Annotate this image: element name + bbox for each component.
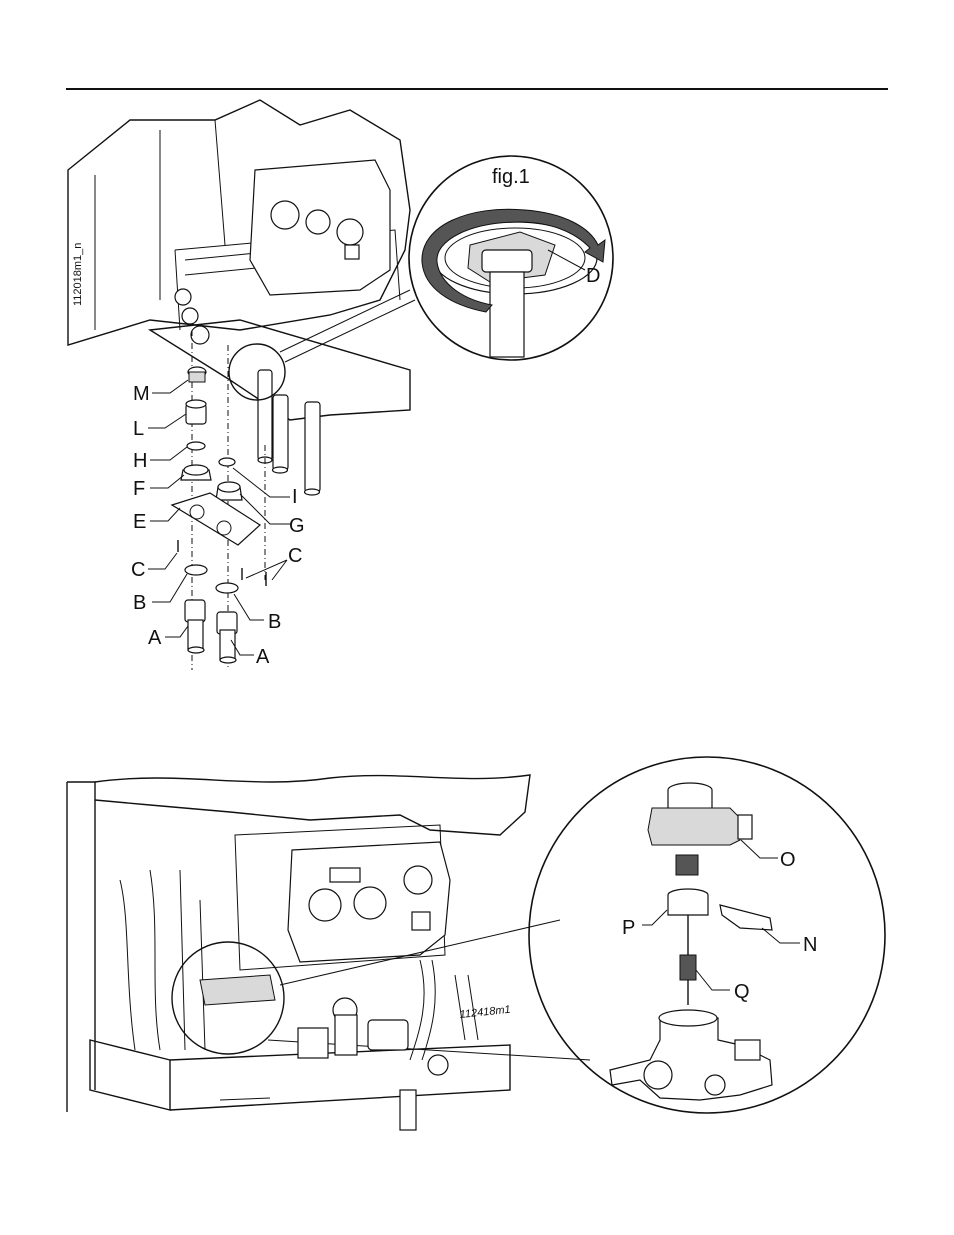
labels-top: fig.1 D M L H F E C B A I G C B A 112018… (72, 166, 600, 668)
label-C-right: C (288, 545, 302, 567)
label-I: I (292, 486, 298, 508)
label-N: N (803, 934, 817, 956)
boiler-underside-view (67, 99, 416, 496)
label-M: M (133, 383, 150, 405)
label-G: G (289, 515, 305, 537)
label-D: D (586, 265, 600, 287)
label-P: P (622, 917, 635, 939)
label-H: H (133, 450, 147, 472)
label-A-left: A (148, 627, 162, 649)
label-A-right: A (256, 646, 270, 668)
header-rule (66, 88, 888, 90)
label-B-left: B (133, 592, 146, 614)
label-B-right: B (268, 611, 281, 633)
leader-lines-bottom (642, 839, 800, 991)
drawing-code-bottom: 112418m1 (459, 1004, 511, 1021)
label-E: E (133, 511, 146, 533)
drawing-code-top: 112018m1_n (72, 243, 84, 306)
label-F: F (133, 478, 145, 500)
label-Q: Q (734, 981, 750, 1003)
inset-fig1 (408, 155, 614, 361)
label-L: L (133, 418, 144, 440)
labels-bottom: O P N Q 112418m1 (459, 849, 817, 1021)
label-C-left: C (131, 559, 145, 581)
boiler-front-view (66, 774, 591, 1131)
inset-valve-detail (528, 756, 886, 1114)
exploded-parts-column (170, 330, 267, 670)
inset-title: fig.1 (492, 166, 530, 188)
leader-lines-top (148, 379, 291, 656)
label-O: O (780, 849, 796, 871)
